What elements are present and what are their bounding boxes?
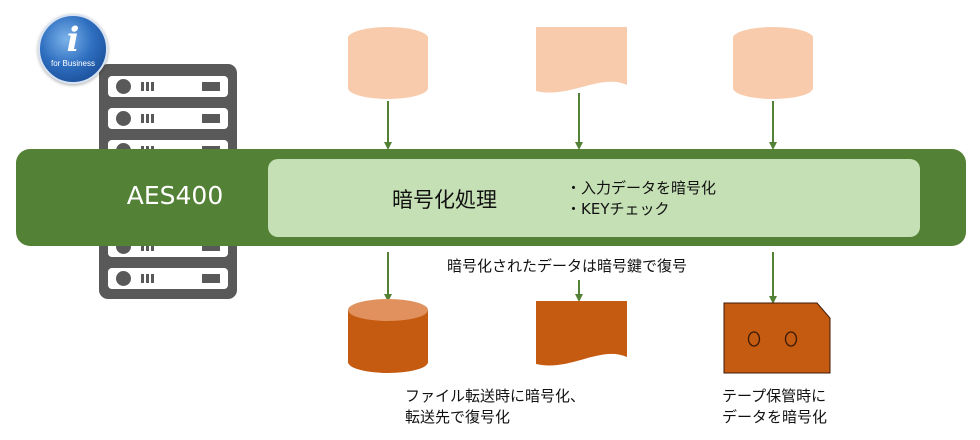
server-slot: [108, 268, 228, 289]
encryption-panel: [268, 159, 920, 237]
panel-bullet: ・入力データを暗号化: [566, 179, 717, 197]
ibm-i-badge-icon: i for Business: [38, 14, 108, 84]
panel-title: 暗号化処理: [392, 188, 497, 212]
caption-line: ファイル転送時に暗号化、: [405, 387, 586, 405]
panel-bullet: ・KEYチェック: [566, 200, 670, 218]
input-document-icon: [536, 27, 627, 93]
caption-line: テープ保管時に: [722, 387, 827, 405]
encrypted-document-icon: [536, 301, 627, 366]
tape-icon: [723, 302, 831, 374]
caption-line: 転送先で復号化: [405, 408, 511, 426]
tape-storage-caption: テープ保管時に データを暗号化: [722, 386, 827, 428]
decryption-caption: 暗号化されたデータは暗号鍵で復号: [447, 257, 688, 275]
server-slot: [108, 76, 228, 97]
server-slot: [108, 108, 228, 129]
encrypted-database-icon: [348, 299, 428, 373]
input-database-icon: [733, 27, 813, 99]
input-database-icon: [348, 27, 428, 99]
file-transfer-caption: ファイル転送時に暗号化、 転送先で復号化: [405, 386, 585, 428]
panel-bullets: ・入力データを暗号化 ・KEYチェック: [566, 178, 716, 220]
badge-glyph: i: [66, 20, 80, 60]
band-label: AES400: [126, 181, 224, 210]
caption-line: データを暗号化: [722, 408, 828, 426]
badge-subtitle: for Business: [50, 59, 96, 68]
